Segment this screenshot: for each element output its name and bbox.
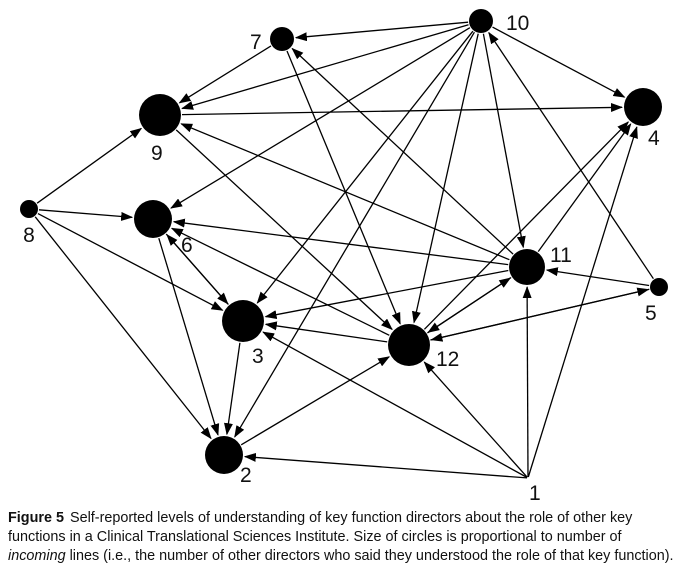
- edge-10-to-2: [234, 31, 475, 438]
- edge-1-to-12: [423, 361, 528, 478]
- node-label-4: 4: [648, 127, 660, 150]
- edge-8-to-3: [37, 213, 224, 311]
- edge-12-to-6: [170, 227, 390, 336]
- edge-10-to-4: [492, 26, 626, 98]
- node-label-2: 2: [240, 464, 252, 487]
- edge-9-to-4: [181, 102, 623, 116]
- node-9: [139, 94, 181, 136]
- edge-8-to-6: [38, 209, 134, 221]
- edge-10-to-9: [181, 24, 469, 110]
- node-label-11: 11: [550, 244, 572, 267]
- node-5: [650, 278, 668, 296]
- edge-11-to-3: [264, 269, 509, 320]
- edge-1-to-11: [522, 286, 532, 478]
- edge-1-to-3: [262, 331, 528, 479]
- edge-11-to-9: [180, 123, 510, 261]
- node-12: [388, 324, 430, 366]
- node-11: [509, 249, 545, 285]
- node-label-6: 6: [181, 234, 193, 257]
- edge-2-to-12: [240, 356, 391, 446]
- node-10: [469, 9, 493, 33]
- edge-1-to-4: [527, 126, 638, 478]
- edge-10-to-3: [256, 30, 474, 304]
- caption-text-before: Self-reported levels of understanding of…: [8, 510, 633, 545]
- node-label-8: 8: [23, 224, 35, 247]
- node-label-9: 9: [151, 142, 163, 165]
- edge-8-to-2: [34, 216, 212, 440]
- edges-layer: [34, 21, 654, 479]
- node-2: [205, 436, 243, 474]
- edge-10-to-12: [411, 33, 479, 324]
- edge-5-to-10: [488, 31, 654, 280]
- node-label-5: 5: [645, 302, 657, 325]
- node-label-3: 3: [252, 345, 264, 368]
- edge-9-to-12: [175, 129, 393, 331]
- caption-text-after: lines (i.e., the number of other directo…: [65, 548, 674, 564]
- node-label-1: 1: [529, 482, 541, 500]
- edge-12-to-4: [423, 121, 630, 330]
- node-label-10: 10: [506, 12, 529, 35]
- edge-3-to-2: [223, 342, 241, 436]
- edge-11-to-4: [537, 123, 632, 252]
- edge-12-to-11: [427, 277, 512, 334]
- edge-12-to-3: [264, 321, 388, 343]
- edge-5-to-11: [545, 267, 650, 287]
- node-6: [134, 200, 172, 238]
- edge-3-to-6: [166, 233, 229, 305]
- caption-text-italic: incoming: [8, 548, 66, 564]
- caption-label: Figure 5: [8, 510, 64, 526]
- node-7: [270, 27, 294, 51]
- edge-10-to-11: [482, 33, 526, 249]
- edge-5-to-12: [430, 288, 650, 342]
- edge-8-to-9: [36, 127, 143, 204]
- node-label-7: 7: [250, 31, 262, 54]
- node-8: [20, 200, 38, 218]
- edge-7-to-9: [178, 45, 272, 104]
- edge-11-to-6: [172, 218, 509, 266]
- node-label-12: 12: [436, 348, 459, 371]
- edge-11-to-7: [291, 47, 514, 255]
- node-4: [624, 88, 662, 126]
- edge-7-to-12: [286, 50, 401, 325]
- edge-6-to-2: [158, 238, 220, 436]
- edge-10-to-7: [294, 21, 469, 42]
- nodes-layer: [20, 9, 668, 474]
- node-3: [222, 300, 264, 342]
- edge-10-to-6: [170, 27, 471, 209]
- edge-1-to-2: [243, 452, 528, 479]
